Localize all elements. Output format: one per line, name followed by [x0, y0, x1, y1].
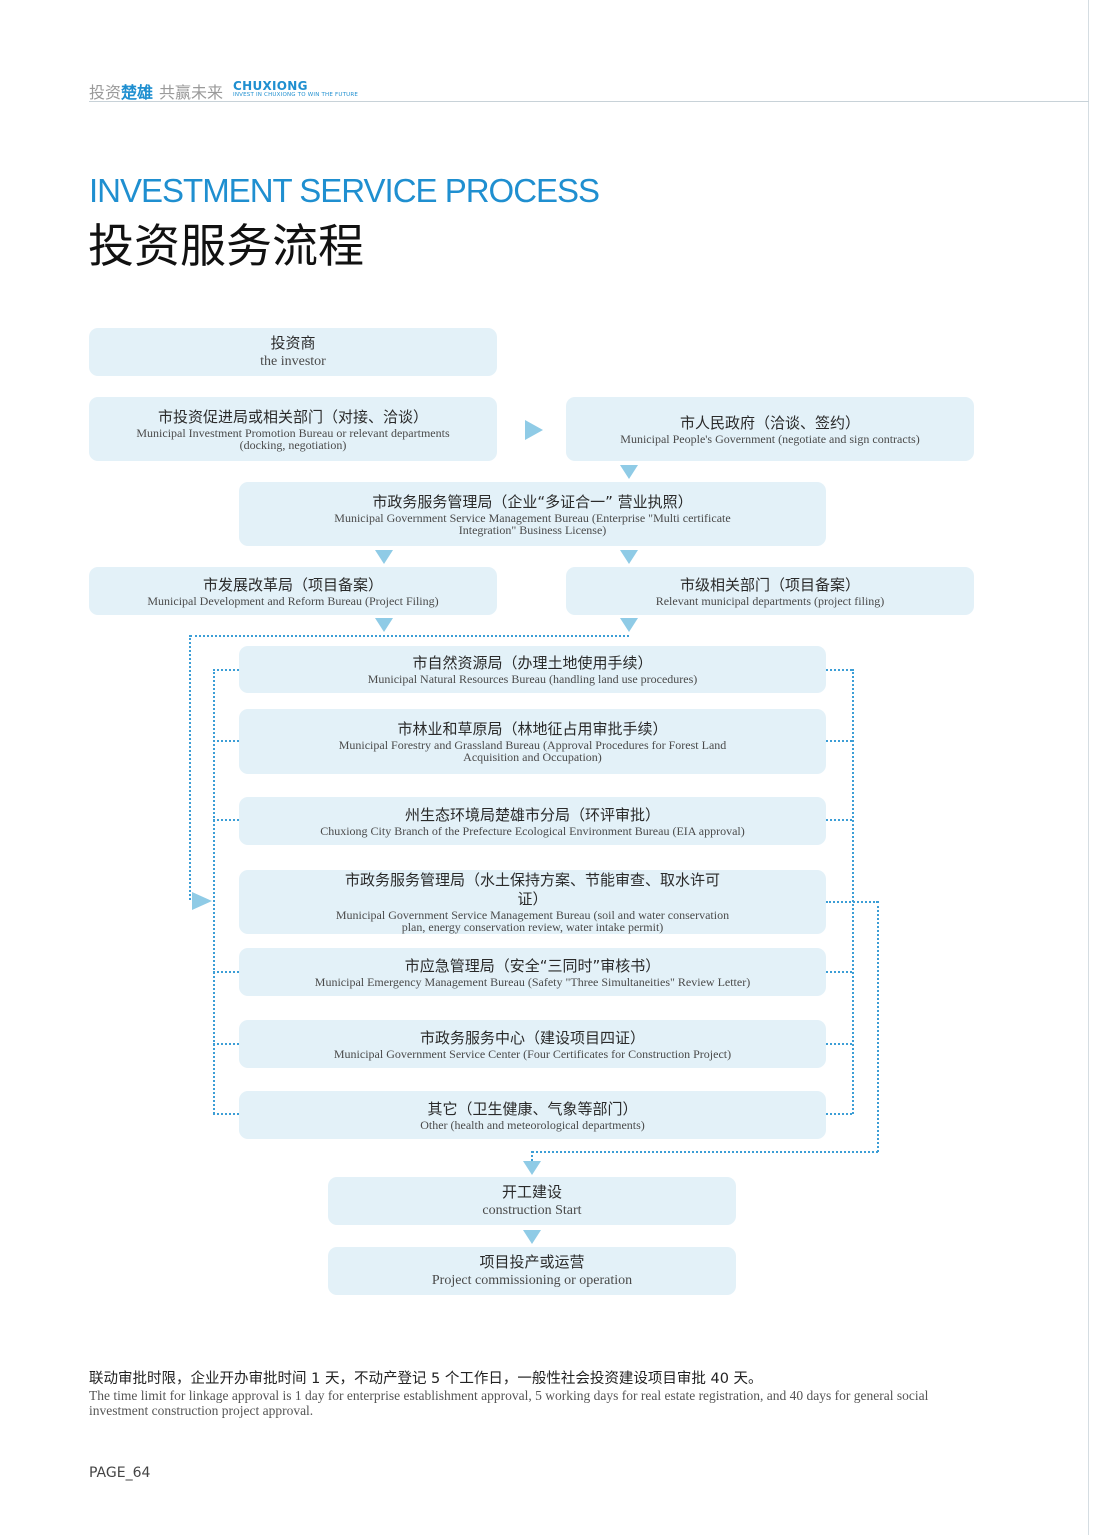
header-tagline: INVEST IN CHUXIONG TO WIN THE FUTURE: [233, 92, 359, 98]
connector-merge-left: [189, 635, 191, 900]
step-label-en: Municipal Government Service Management …: [335, 908, 730, 934]
step-label-cn: 州生态环境局楚雄市分局（环评审批）: [404, 805, 660, 824]
step-ecological-environment: 州生态环境局楚雄市分局（环评审批） Chuxiong City Branch o…: [239, 797, 826, 845]
connector-exit-bottom: [532, 1151, 878, 1153]
connector-left-tick-2: [213, 740, 239, 742]
page-title-en: INVESTMENT SERVICE PROCESS: [89, 172, 600, 209]
step-label-en: Chuxiong City Branch of the Prefecture E…: [320, 823, 745, 838]
arrow-down-icon: [523, 1230, 541, 1244]
arrow-down-icon: [620, 550, 638, 564]
connector-left-bracket: [213, 669, 215, 1114]
step-label-cn: 其它（卫生健康、气象等部门）: [427, 1099, 638, 1118]
step-label-cn: 开工建设: [501, 1183, 562, 1201]
step-label-cn: 市政务服务管理局（企业“多证合一” 营业执照）: [372, 492, 693, 511]
connector-left-tick-4: [213, 971, 239, 973]
approval-note-cn: 联动审批时限，企业开办审批时间 1 天，不动产登记 5 个工作日，一般性社会投资…: [89, 1371, 763, 1387]
step-label-en: Municipal Government Service Management …: [334, 510, 731, 537]
step-forestry-grassland: 市林业和草原局（林地征占用审批手续） Municipal Forestry an…: [239, 709, 826, 774]
step-commissioning: 项目投产或运营 Project commissioning or operati…: [328, 1247, 736, 1295]
connector-right-tick-6: [826, 1113, 852, 1115]
step-label-en: construction Start: [482, 1203, 582, 1218]
step-people-government: 市人民政府（洽谈、签约） Municipal People's Governme…: [566, 397, 974, 461]
page-title-cn: 投资服务流程: [88, 219, 364, 273]
connector-left-tick-5: [213, 1043, 239, 1045]
arrow-down-icon: [620, 465, 638, 479]
step-investor: 投资商 the investor: [89, 328, 497, 376]
step-label-en: Other (health and meteorological departm…: [420, 1117, 645, 1132]
connector-exit-top: [826, 901, 878, 903]
step-label-cn: 市自然资源局（办理土地使用手续）: [412, 654, 653, 672]
arrow-down-icon: [375, 618, 393, 632]
header-divider: [89, 101, 1089, 102]
connector-right-tick-1: [826, 669, 852, 671]
step-label-cn: 市级相关部门（项目备案）: [679, 575, 860, 594]
step-service-center: 市政务服务中心（建设项目四证） Municipal Government Ser…: [239, 1020, 826, 1068]
step-relevant-departments: 市级相关部门（项目备案） Relevant municipal departme…: [566, 567, 974, 615]
step-development-reform: 市发展改革局（项目备案） Municipal Development and R…: [89, 567, 497, 615]
step-label-en: Relevant municipal departments (project …: [655, 593, 885, 608]
connector-exit-drop: [531, 1151, 533, 1161]
step-label-cn: 投资商: [270, 334, 316, 352]
connector-right-tick-2: [826, 740, 852, 742]
arrow-down-icon: [375, 550, 393, 564]
step-label-en: the investor: [260, 354, 326, 369]
step-label-en: Municipal Government Service Center (Fou…: [333, 1046, 732, 1061]
step-label-cn: 市林业和草原局（林地征占用审批手续）: [397, 720, 668, 738]
step-emergency-management: 市应急管理局（安全“三同时”审核书） Municipal Emergency M…: [239, 948, 826, 996]
connector-right-tick-5: [826, 1043, 852, 1045]
arrow-down-icon: [620, 618, 638, 632]
step-construction-start: 开工建设 construction Start: [328, 1177, 736, 1225]
approval-note-en: The time limit for linkage approval is 1…: [89, 1388, 929, 1418]
connector-right-bracket: [852, 669, 854, 1114]
step-business-license: 市政务服务管理局（企业“多证合一” 营业执照） Municipal Govern…: [239, 482, 826, 546]
step-label-cn: 市投资促进局或相关部门（对接、洽谈）: [157, 407, 428, 426]
step-other-departments: 其它（卫生健康、气象等部门） Other (health and meteoro…: [239, 1091, 826, 1139]
step-label-en: Municipal People's Government (negotiate…: [620, 431, 920, 446]
step-label-cn: 市发展改革局（项目备案）: [202, 575, 383, 594]
step-label-en: Municipal Natural Resources Bureau (hand…: [367, 672, 698, 686]
step-label-cn: 项目投产或运营: [479, 1253, 585, 1271]
header-slogan-suffix: 共赢未来: [159, 83, 224, 102]
step-label-en: Municipal Emergency Management Bureau (S…: [314, 974, 751, 989]
connector-left-tick-1: [213, 669, 239, 671]
step-label-cn: 市政务服务中心（建设项目四证）: [419, 1028, 645, 1047]
connector-merge-top: [190, 635, 629, 637]
connector-right-tick-4: [826, 971, 852, 973]
header-slogan: 投资楚雄共赢未来: [89, 79, 223, 103]
step-label-cn: 市人民政府（洽谈、签约）: [679, 413, 860, 432]
step-label-en: Municipal Investment Promotion Bureau or…: [136, 425, 450, 452]
arrow-down-icon: [523, 1161, 541, 1175]
arrow-right-icon: [192, 892, 212, 910]
connector-right-tick-3: [826, 819, 852, 821]
header-slogan-prefix: 投资: [89, 83, 122, 102]
step-label-cn: 市政务服务管理局（水土保持方案、节能审查、取水许可证）: [344, 871, 720, 908]
page-edge-rule: [1088, 0, 1089, 1535]
step-natural-resources: 市自然资源局（办理土地使用手续） Municipal Natural Resou…: [239, 646, 826, 693]
step-water-energy-permits: 市政务服务管理局（水土保持方案、节能审查、取水许可证） Municipal Go…: [239, 870, 826, 934]
header-slogan-highlight: 楚雄: [121, 83, 154, 102]
connector-exit-right: [877, 901, 879, 1152]
step-label-en: Project commissioning or operation: [431, 1273, 633, 1288]
arrow-right-icon: [525, 420, 543, 440]
header-brand: CHUXIONG: [233, 79, 308, 93]
step-label-en: Municipal Forestry and Grassland Bureau …: [338, 738, 727, 764]
connector-left-tick-6: [213, 1113, 239, 1115]
step-label-en: Municipal Development and Reform Bureau …: [147, 593, 439, 608]
step-label-cn: 市应急管理局（安全“三同时”审核书）: [404, 956, 661, 975]
step-promotion-bureau: 市投资促进局或相关部门（对接、洽谈） Municipal Investment …: [89, 397, 497, 461]
connector-left-tick-3: [213, 819, 239, 821]
page-number: PAGE_64: [89, 1465, 151, 1481]
